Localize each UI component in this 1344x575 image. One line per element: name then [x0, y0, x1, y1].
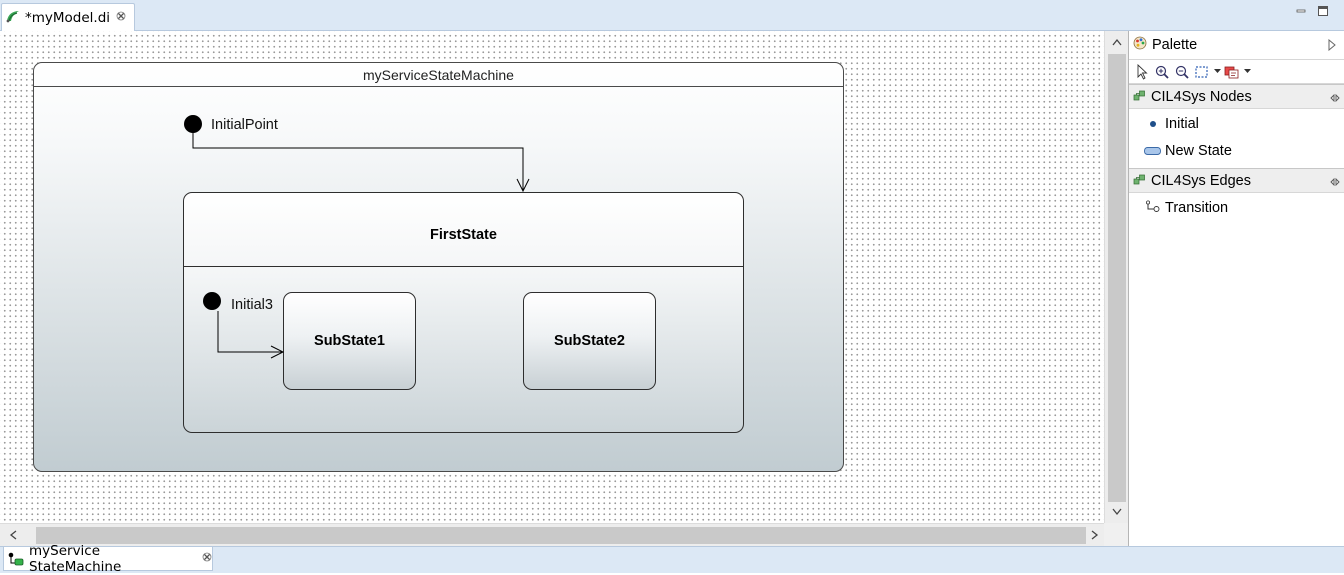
marquee-dropdown-icon[interactable] — [1213, 63, 1221, 81]
close-icon[interactable] — [202, 552, 212, 565]
drawer-icon — [1133, 174, 1146, 187]
initial-point-node[interactable] — [184, 115, 202, 133]
close-icon[interactable] — [116, 11, 126, 24]
vertical-scroll-thumb[interactable] — [1108, 54, 1126, 502]
diagram-tab-strip: myService StateMachine — [0, 543, 1344, 575]
palette-header[interactable]: Palette — [1129, 31, 1344, 59]
palette-entry-initial[interactable]: Initial — [1129, 111, 1344, 136]
state-node-icon — [1143, 144, 1163, 158]
drawer-label: CIL4Sys Nodes — [1151, 88, 1252, 105]
zoom-out-icon[interactable] — [1173, 63, 1191, 81]
state-machine-node[interactable]: myServiceStateMachine InitialPoint First… — [33, 62, 844, 472]
scroll-left-icon[interactable] — [4, 526, 22, 544]
diagram-tab-state-machine[interactable]: myService StateMachine — [3, 543, 213, 575]
initial3-node[interactable] — [203, 292, 221, 310]
maximize-icon[interactable] — [1316, 4, 1330, 18]
editor-tab-title: *myModel.di — [25, 9, 111, 26]
papyrus-model-icon — [5, 8, 21, 27]
scroll-right-icon[interactable] — [1086, 526, 1104, 544]
editor-tab-mymodel[interactable]: *myModel.di — [1, 3, 135, 31]
substate2-node[interactable]: SubState2 — [523, 292, 656, 390]
palette-drawer-nodes[interactable]: CIL4Sys Nodes — [1129, 84, 1344, 109]
drawer-icon — [1133, 90, 1146, 103]
palette-icon — [1133, 36, 1147, 54]
substate2-name: SubState2 — [554, 333, 625, 349]
state-machine-diagram-icon — [8, 552, 24, 566]
zoom-in-icon[interactable] — [1153, 63, 1171, 81]
initial3-label: Initial3 — [231, 297, 273, 313]
palette-collapse-icon[interactable] — [1328, 38, 1336, 55]
pin-icon[interactable] — [1330, 91, 1340, 107]
horizontal-scrollbar[interactable] — [0, 523, 1104, 546]
substate1-node[interactable]: SubState1 — [283, 292, 416, 390]
first-state-name: FirstState — [184, 193, 743, 267]
palette-panel: Palette CIL4Sys Nodes — [1128, 31, 1344, 546]
scroll-up-icon[interactable] — [1108, 33, 1126, 51]
initial-point-label: InitialPoint — [211, 117, 278, 133]
drawer-label: CIL4Sys Edges — [1151, 172, 1251, 189]
apply-format-dropdown-icon[interactable] — [1243, 63, 1251, 81]
horizontal-scroll-thumb[interactable] — [36, 527, 1086, 544]
palette-entry-label: Transition — [1165, 199, 1229, 216]
palette-drawer-edges[interactable]: CIL4Sys Edges — [1129, 168, 1344, 193]
marquee-select-icon[interactable] — [1193, 63, 1211, 81]
substate1-name: SubState1 — [314, 333, 385, 349]
palette-entry-new-state[interactable]: New State — [1129, 138, 1344, 163]
apply-format-icon[interactable] — [1223, 63, 1241, 81]
palette-entry-transition[interactable]: Transition — [1129, 195, 1344, 220]
palette-title: Palette — [1152, 37, 1198, 53]
diagram-tab-title: myService StateMachine — [29, 542, 122, 575]
minimize-icon[interactable] — [1294, 4, 1308, 18]
vertical-scrollbar[interactable] — [1104, 31, 1128, 523]
scroll-down-icon[interactable] — [1108, 503, 1126, 521]
diagram-canvas[interactable]: myServiceStateMachine InitialPoint First… — [0, 31, 1104, 523]
state-machine-name: myServiceStateMachine — [34, 63, 843, 87]
transition-edge-icon — [1143, 199, 1163, 215]
editor-tab-strip: *myModel.di — [0, 0, 1344, 31]
initial-node-icon — [1143, 117, 1163, 131]
pin-icon[interactable] — [1330, 175, 1340, 191]
scroll-corner — [1104, 523, 1128, 546]
palette-toolbar — [1129, 59, 1344, 84]
palette-entry-label: New State — [1165, 142, 1232, 159]
first-state-node[interactable]: FirstState Initial3 SubState1 SubState2 — [183, 192, 744, 433]
palette-entry-label: Initial — [1165, 115, 1199, 132]
select-tool-icon[interactable] — [1133, 63, 1151, 81]
